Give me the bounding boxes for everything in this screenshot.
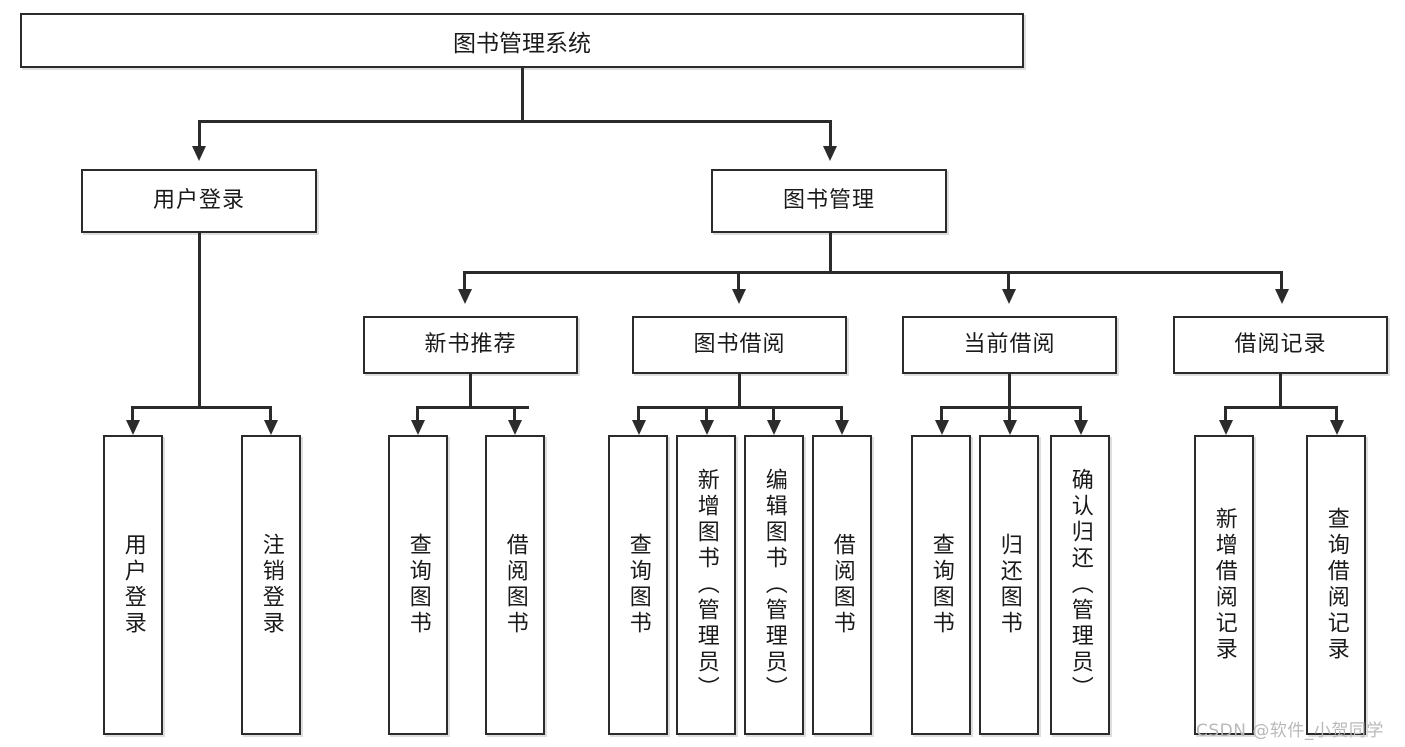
leaf-query-borrow-record[interactable]: 查询借阅记录 [1306, 435, 1366, 735]
connector-current-borrow-drop-2 [1079, 406, 1082, 422]
node-new-book-recommend[interactable]: 新书推荐 [363, 316, 578, 374]
leaf-query-book-current[interactable]: 查询图书 [911, 435, 971, 735]
node-root-book-management-system[interactable]: 图书管理系统 [20, 13, 1024, 68]
connector-borrow-record-stem [1279, 374, 1282, 406]
connector-root-stem [521, 68, 524, 120]
node-label: 当前借阅 [963, 331, 1056, 357]
arrow-to-leaf-add-book [700, 420, 714, 435]
leaf-query-book-borrow[interactable]: 查询图书 [608, 435, 668, 735]
arrow-to-new-book [458, 289, 472, 304]
node-label: 新增借阅记录 [1211, 507, 1237, 663]
node-user-login[interactable]: 用户登录 [81, 169, 317, 233]
connector-book-borrow-drop-2 [772, 406, 775, 422]
node-label: 借阅图书 [829, 533, 855, 637]
arrow-to-leaf-confirm-return [1074, 420, 1088, 435]
node-label: 编辑图书（管理员） [761, 468, 787, 702]
watermark-text: CSDN @软件_小贺同学 [1196, 721, 1384, 741]
node-label: 图书管理系统 [453, 30, 591, 57]
node-label: 用户登录 [120, 533, 146, 637]
connector-borrow-record-bar [1224, 406, 1338, 409]
leaf-confirm-return-admin[interactable]: 确认归还（管理员） [1050, 435, 1110, 735]
node-label: 归还图书 [996, 533, 1022, 637]
node-book-borrow[interactable]: 图书借阅 [632, 316, 847, 374]
connector-root-bar [198, 120, 832, 123]
connector-book-borrow-drop-0 [637, 406, 640, 422]
leaf-user-login[interactable]: 用户登录 [103, 435, 163, 735]
arrow-to-leaf-query-book-c [935, 420, 949, 435]
leaf-add-borrow-record[interactable]: 新增借阅记录 [1194, 435, 1254, 735]
connector-book-management-stem [829, 233, 832, 271]
node-borrow-record[interactable]: 借阅记录 [1173, 316, 1388, 374]
node-current-borrow[interactable]: 当前借阅 [902, 316, 1117, 374]
connector-user-login-drop-1 [269, 406, 272, 422]
arrow-to-leaf-borrow-book-a [508, 420, 522, 435]
node-label: 借阅记录 [1234, 331, 1327, 357]
arrow-to-borrow-record [1275, 289, 1289, 304]
connector-borrow-record-drop-1 [1335, 406, 1338, 422]
leaf-add-book-admin[interactable]: 新增图书（管理员） [676, 435, 736, 735]
arrow-to-user-login [192, 146, 206, 161]
node-label: 新增图书（管理员） [693, 468, 719, 702]
node-label: 查询图书 [625, 533, 651, 637]
node-label: 确认归还（管理员） [1067, 468, 1093, 702]
arrow-to-leaf-edit-book [767, 420, 781, 435]
arrow-to-leaf-query-book-b [632, 420, 646, 435]
node-label: 查询图书 [405, 533, 431, 637]
node-label: 注销登录 [258, 533, 284, 637]
connector-level3-drop-0 [463, 271, 466, 291]
leaf-borrow-book-borrow[interactable]: 借阅图书 [812, 435, 872, 735]
leaf-edit-book-admin[interactable]: 编辑图书（管理员） [744, 435, 804, 735]
connector-new-book-stem [469, 374, 472, 406]
arrow-to-leaf-add-record [1219, 420, 1233, 435]
connector-borrow-record-drop-0 [1224, 406, 1227, 422]
connector-book-borrow-bar [637, 406, 843, 409]
arrow-to-leaf-logout [264, 420, 278, 435]
connector-current-borrow-drop-1 [1008, 406, 1011, 422]
leaf-borrow-book-new[interactable]: 借阅图书 [485, 435, 545, 735]
connector-book-borrow-stem [738, 374, 741, 406]
arrow-to-leaf-query-record [1330, 420, 1344, 435]
connector-user-login-drop-0 [131, 406, 134, 422]
node-book-management[interactable]: 图书管理 [711, 169, 947, 233]
connector-new-book-bar [416, 406, 529, 409]
connector-current-borrow-drop-0 [940, 406, 943, 422]
connector-user-login-stem [198, 233, 201, 406]
arrow-to-current-borrow [1002, 289, 1016, 304]
arrow-to-book-management [823, 146, 837, 161]
connector-book-borrow-drop-3 [840, 406, 843, 422]
connector-book-borrow-drop-1 [705, 406, 708, 422]
node-label: 查询图书 [928, 533, 954, 637]
node-label: 查询借阅记录 [1323, 507, 1349, 663]
connector-level3-drop-1 [737, 271, 740, 291]
connector-root-drop-right [829, 120, 832, 148]
leaf-logout[interactable]: 注销登录 [241, 435, 301, 735]
arrow-to-leaf-user-login [126, 420, 140, 435]
connector-current-borrow-stem [1008, 374, 1011, 406]
arrow-to-leaf-borrow-book-b [835, 420, 849, 435]
node-label: 借阅图书 [502, 533, 528, 637]
connector-new-book-drop-1 [513, 406, 516, 422]
node-label: 图书借阅 [693, 331, 786, 357]
connector-user-login-bar [131, 406, 271, 409]
leaf-query-book-new[interactable]: 查询图书 [388, 435, 448, 735]
arrow-to-leaf-query-book-a [411, 420, 425, 435]
leaf-return-book[interactable]: 归还图书 [979, 435, 1039, 735]
connector-new-book-drop-0 [416, 406, 419, 422]
connector-current-borrow-bar [940, 406, 1082, 409]
arrow-to-book-borrow [732, 289, 746, 304]
connector-level3-drop-2 [1007, 271, 1010, 291]
node-label: 用户登录 [152, 187, 245, 213]
connector-level3-bar [463, 271, 1283, 274]
arrow-to-leaf-return-book [1003, 420, 1017, 435]
connector-root-drop-left [198, 120, 201, 148]
node-label: 新书推荐 [424, 331, 517, 357]
connector-level3-drop-3 [1280, 271, 1283, 291]
node-label: 图书管理 [782, 187, 875, 213]
